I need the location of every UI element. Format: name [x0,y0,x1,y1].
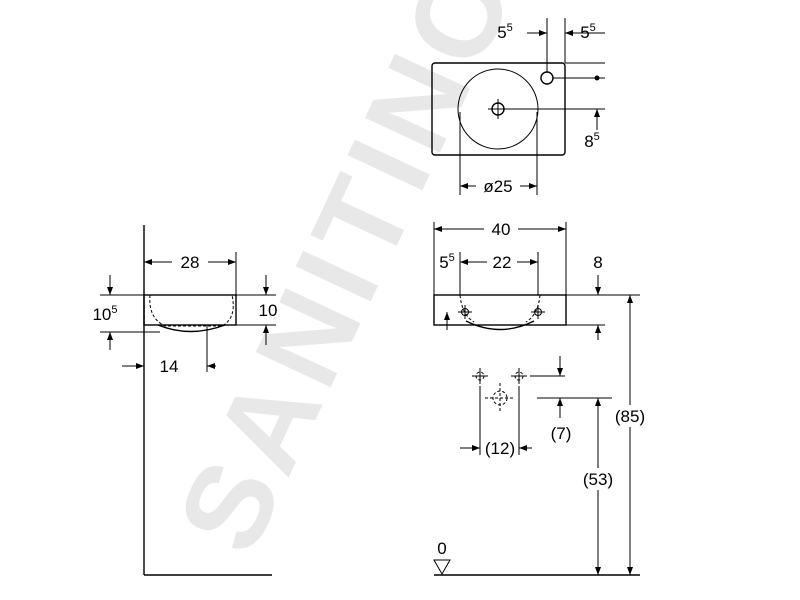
basin-outline-side [143,294,237,326]
mounting-hole-icon [511,368,527,384]
dim-bowl-diameter: ø25 [483,177,512,196]
bowl-bottom-front [465,320,535,331]
front-view: 40 55 22 8 (7) (12) (53) [433,219,650,576]
dim-drain-offset: 85 [584,131,600,151]
basin-outline-front [433,294,567,326]
dim-total-height: (85) [615,407,645,426]
floor-level-label: 0 [437,539,446,558]
bowl-bottom-side [157,324,226,333]
drain-connection-icon [485,383,515,413]
dim-left-offset: 55 [497,22,513,42]
side-view: 28 105 10 14 [92,225,278,576]
dim-side-height-right: 10 [259,301,278,320]
tap-hole-marker-icon [458,305,472,319]
tap-hole-marker-icon [531,305,545,319]
floor-level-marker-icon [433,559,451,576]
mounting-hole-icon [472,368,488,384]
dim-side-width: 28 [181,253,200,272]
dim-wall-distance: 14 [160,357,179,376]
watermark-text: SANITINO [152,0,543,571]
dim-tap-offset: 55 [439,252,455,272]
top-view: 55 55 85 ø25 [431,18,605,196]
dim-mount-spacing: (12) [485,439,515,458]
dim-bowl-width: 22 [493,253,512,272]
dim-mount-height: (7) [551,424,572,443]
tap-hole-icon [540,71,554,85]
dim-total-width: 40 [492,220,511,239]
dim-side-height-left: 105 [92,304,117,324]
dim-right-offset: 55 [580,22,596,42]
dim-install-height: (53) [583,470,613,489]
dim-rim-height: 8 [593,253,602,272]
